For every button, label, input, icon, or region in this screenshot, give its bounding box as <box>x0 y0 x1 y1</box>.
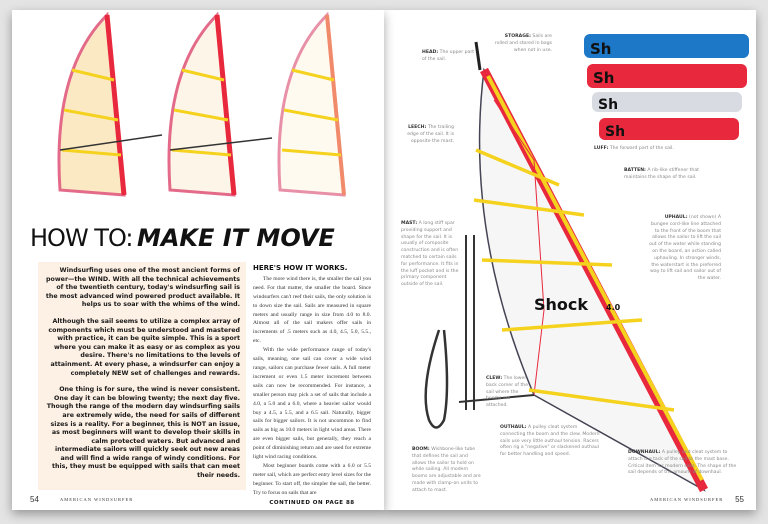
intro-box: Windsurfing uses one of the most ancient… <box>38 262 246 490</box>
column-heading: HERE'S HOW IT WORKS. <box>253 264 348 272</box>
sail-photo-1 <box>57 11 163 197</box>
boom-and-mast <box>424 235 475 429</box>
svg-text:Sh: Sh <box>590 40 611 58</box>
label-head: HEAD: The upper part of the sail. <box>422 50 475 62</box>
continued-note: CONTINUED ON PAGE 88 <box>269 499 355 506</box>
column-paragraph: Most beginner boards come with a 6.0 or … <box>253 462 371 496</box>
page-number: 54 <box>30 495 39 504</box>
page-number: 55 <box>735 495 744 504</box>
label-clew: CLEW: The lower back corner of the sail … <box>486 376 529 409</box>
magazine-name: AMERICAN WINDSURFER <box>650 497 724 502</box>
intro-paragraph: Windsurfing uses one of the most ancient… <box>45 267 240 309</box>
svg-text:Sh: Sh <box>605 124 625 140</box>
label-storage: STORAGE: Sails are rolled and stored in … <box>494 34 552 53</box>
page-title: HOW TO: MAKE IT MOVE <box>30 224 335 252</box>
label-mast: MAST: A long stiff spar providing suppor… <box>401 221 459 288</box>
sail-photo-3 <box>277 11 346 197</box>
label-outhaul: OUTHAUL: A pulley cleat system connectin… <box>500 425 600 458</box>
sail-size: 4.0 <box>606 303 621 312</box>
sail-diagram: Sh Sh Sh Sh Shock 4.0 <box>424 34 749 493</box>
intro-paragraph: One thing is for sure, the wind is never… <box>46 386 240 480</box>
sail-logo: Shock <box>534 295 588 314</box>
label-uphaul: UPHAUL: (not shown) A bungee cord-like l… <box>649 215 721 282</box>
intro-paragraph: Although the sail seems to utilize a com… <box>48 317 240 377</box>
label-luff: LUFF: The forward part of the sail. <box>594 146 674 151</box>
svg-text:Sh: Sh <box>598 97 618 113</box>
sail-photo-2 <box>167 11 273 197</box>
right-page: Sh Sh Sh Sh Shock 4.0 HEAD: The upper pa… <box>384 10 756 510</box>
label-downhaul: DOWNHAUL: A pulley and cleat system to a… <box>628 450 737 476</box>
left-page: HOW TO: MAKE IT MOVE Windsurfing uses on… <box>12 10 384 510</box>
sail-photos <box>57 11 346 197</box>
label-batten: BATTEN: A rib-like stiffener that mainta… <box>624 168 699 180</box>
sail-bags: Sh Sh Sh Sh <box>584 34 749 140</box>
article-column: HERE'S HOW IT WORKS. The more wind there… <box>253 264 371 507</box>
svg-text:Sh: Sh <box>593 69 614 87</box>
sail: Shock 4.0 <box>458 41 708 493</box>
label-leech: LEECH: The trailing edge of the sail. It… <box>407 125 454 144</box>
column-paragraph: The more wind there is, the smaller the … <box>253 275 371 345</box>
column-paragraph: With the wide performance range of today… <box>253 347 371 461</box>
magazine-name: AMERICAN WINDSURFER <box>60 497 134 502</box>
label-boom: BOOM: Wishbone-like tube that defines th… <box>412 447 481 493</box>
